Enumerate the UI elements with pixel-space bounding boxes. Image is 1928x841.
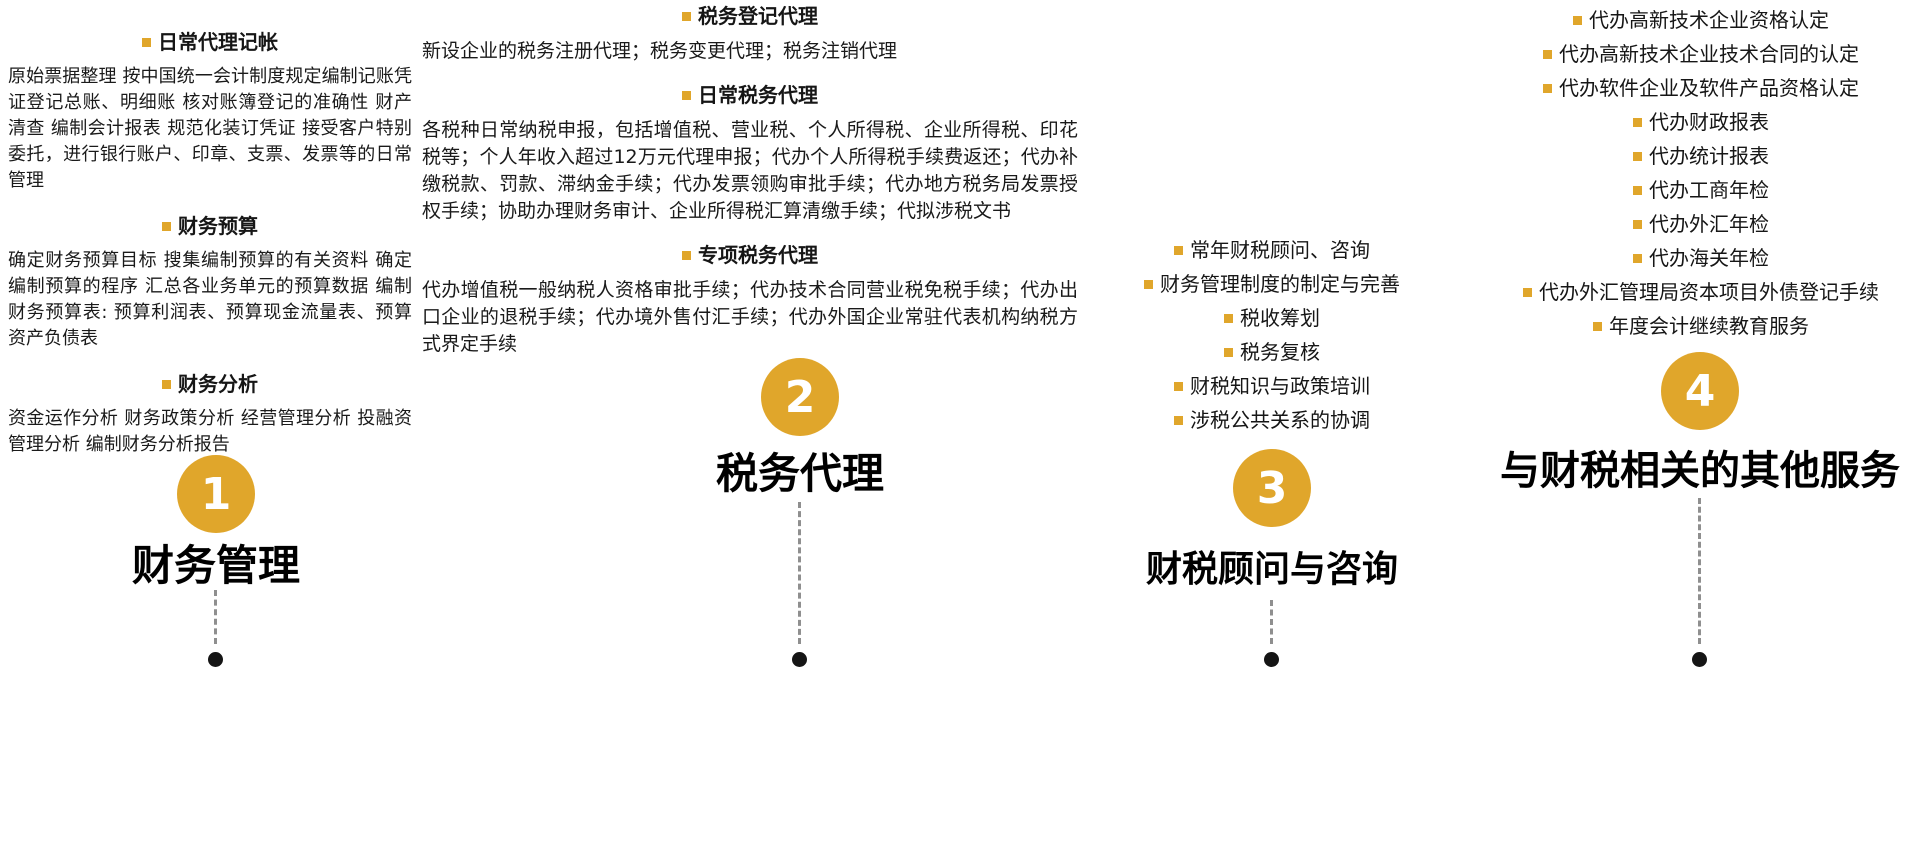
- column-2-sections: 税务登记代理 新设企业的税务注册代理；税务变更代理；税务注销代理 日常税务代理 …: [422, 4, 1078, 376]
- list-item-text: 代办外汇管理局资本项目外债登记手续: [1539, 280, 1879, 304]
- square-bullet-icon: [1633, 254, 1642, 263]
- section-heading-text: 专项税务代理: [698, 243, 818, 267]
- column-1-sections: 日常代理记帐 原始票据整理 按中国统一会计制度规定编制记账凭证登记总账、明细账 …: [8, 30, 412, 478]
- connector-dashed-line: [1698, 498, 1701, 644]
- section-tax-registration-agency: 税务登记代理 新设企业的税务注册代理；税务变更代理；税务注销代理: [422, 4, 1078, 65]
- square-bullet-icon: [1543, 50, 1552, 59]
- square-bullet-icon: [682, 91, 691, 100]
- section-heading-text: 日常税务代理: [698, 83, 818, 107]
- list-item-text: 代办工商年检: [1649, 178, 1769, 202]
- list-item: 财税知识与政策培训: [1088, 376, 1456, 397]
- list-item-text: 代办软件企业及软件产品资格认定: [1559, 76, 1859, 100]
- list-item-text: 代办财政报表: [1649, 110, 1769, 134]
- section-heading: 专项税务代理: [422, 243, 1078, 267]
- square-bullet-icon: [1543, 84, 1552, 93]
- square-bullet-icon: [142, 38, 151, 47]
- list-item: 代办工商年检: [1474, 180, 1928, 201]
- section-special-tax-agency: 专项税务代理 代办增值税一般纳税人资格审批手续；代办技术合同营业税免税手续；代办…: [422, 243, 1078, 358]
- section-body-text: 确定财务预算目标 搜集编制预算的有关资料 确定编制预算的程序 汇总各业务单元的预…: [8, 250, 412, 349]
- section-heading-text: 财务分析: [178, 372, 258, 396]
- step-number-badge-3: 3: [1233, 449, 1311, 527]
- list-item: 税务复核: [1088, 342, 1456, 363]
- list-item: 代办高新技术企业资格认定: [1474, 10, 1928, 31]
- column-3-items: 常年财税顾问、咨询 财务管理制度的制定与完善 税收筹划 税务复核 财税知识与政策…: [1088, 240, 1456, 444]
- connector-dashed-line: [214, 590, 217, 644]
- section-body-text: 代办增值税一般纳税人资格审批手续；代办技术合同营业税免税手续；代办出口企业的退税…: [422, 279, 1078, 355]
- square-bullet-icon: [162, 222, 171, 231]
- list-item-text: 代办统计报表: [1649, 144, 1769, 168]
- square-bullet-icon: [162, 380, 171, 389]
- list-item-text: 代办外汇年检: [1649, 212, 1769, 236]
- connector-dashed-line: [1270, 600, 1273, 644]
- list-item: 代办统计报表: [1474, 146, 1928, 167]
- list-item: 代办外汇年检: [1474, 214, 1928, 235]
- list-item-text: 财务管理制度的制定与完善: [1160, 272, 1400, 296]
- square-bullet-icon: [1593, 322, 1602, 331]
- list-item: 代办外汇管理局资本项目外债登记手续: [1474, 282, 1928, 303]
- section-financial-analysis: 财务分析 资金运作分析 财务政策分析 经营管理分析 投融资管理分析 编制财务分析…: [8, 372, 412, 458]
- square-bullet-icon: [1633, 220, 1642, 229]
- connector-end-dot: [792, 652, 807, 667]
- square-bullet-icon: [1633, 118, 1642, 127]
- square-bullet-icon: [1573, 16, 1582, 25]
- square-bullet-icon: [1224, 314, 1233, 323]
- list-item-text: 代办海关年检: [1649, 246, 1769, 270]
- step-number-badge-2: 2: [761, 358, 839, 436]
- square-bullet-icon: [1633, 152, 1642, 161]
- section-financial-budget: 财务预算 确定财务预算目标 搜集编制预算的有关资料 确定编制预算的程序 汇总各业…: [8, 214, 412, 352]
- column-4-title: 与财税相关的其他服务: [1500, 447, 1900, 494]
- connector-dashed-line: [798, 502, 801, 644]
- square-bullet-icon: [1144, 280, 1153, 289]
- list-item: 代办高新技术企业技术合同的认定: [1474, 44, 1928, 65]
- list-item: 代办财政报表: [1474, 112, 1928, 133]
- square-bullet-icon: [682, 12, 691, 21]
- square-bullet-icon: [1174, 416, 1183, 425]
- step-number-badge-1: 1: [177, 455, 255, 533]
- list-item-text: 常年财税顾问、咨询: [1190, 238, 1370, 262]
- list-item-text: 年度会计继续教育服务: [1609, 314, 1809, 338]
- list-item-text: 税务复核: [1240, 340, 1320, 364]
- square-bullet-icon: [1174, 246, 1183, 255]
- connector-end-dot: [1264, 652, 1279, 667]
- section-daily-tax-agency: 日常税务代理 各税种日常纳税申报，包括增值税、营业税、个人所得税、企业所得税、印…: [422, 83, 1078, 225]
- section-heading: 日常税务代理: [422, 83, 1078, 107]
- section-daily-bookkeeping: 日常代理记帐 原始票据整理 按中国统一会计制度规定编制记账凭证登记总账、明细账 …: [8, 30, 412, 194]
- section-heading-text: 税务登记代理: [698, 4, 818, 28]
- connector-end-dot: [208, 652, 223, 667]
- list-item: 常年财税顾问、咨询: [1088, 240, 1456, 261]
- section-heading-text: 财务预算: [178, 214, 258, 238]
- square-bullet-icon: [682, 251, 691, 260]
- square-bullet-icon: [1174, 382, 1183, 391]
- section-body-text: 各税种日常纳税申报，包括增值税、营业税、个人所得税、企业所得税、印花税等；个人年…: [422, 119, 1078, 222]
- list-item-text: 代办高新技术企业技术合同的认定: [1559, 42, 1859, 66]
- section-heading: 财务预算: [8, 214, 412, 238]
- section-heading: 财务分析: [8, 372, 412, 396]
- section-body-text: 新设企业的税务注册代理；税务变更代理；税务注销代理: [422, 40, 898, 62]
- list-item: 财务管理制度的制定与完善: [1088, 274, 1456, 295]
- list-item-text: 涉税公共关系的协调: [1190, 408, 1370, 432]
- list-item-text: 代办高新技术企业资格认定: [1589, 8, 1829, 32]
- list-item: 年度会计继续教育服务: [1474, 316, 1928, 337]
- list-item-text: 财税知识与政策培训: [1190, 374, 1370, 398]
- square-bullet-icon: [1224, 348, 1233, 357]
- section-heading: 日常代理记帐: [8, 30, 412, 54]
- connector-end-dot: [1692, 652, 1707, 667]
- list-item: 代办软件企业及软件产品资格认定: [1474, 78, 1928, 99]
- list-item-text: 税收筹划: [1240, 306, 1320, 330]
- section-body-text: 原始票据整理 按中国统一会计制度规定编制记账凭证登记总账、明细账 核对账簿登记的…: [8, 66, 412, 191]
- square-bullet-icon: [1633, 186, 1642, 195]
- section-heading-text: 日常代理记帐: [158, 30, 278, 54]
- step-number-badge-4: 4: [1661, 352, 1739, 430]
- section-body-text: 资金运作分析 财务政策分析 经营管理分析 投融资管理分析 编制财务分析报告: [8, 408, 412, 455]
- section-heading: 税务登记代理: [422, 4, 1078, 28]
- column-2-title: 税务代理: [715, 449, 884, 498]
- list-item: 代办海关年检: [1474, 248, 1928, 269]
- column-4-items: 代办高新技术企业资格认定 代办高新技术企业技术合同的认定 代办软件企业及软件产品…: [1474, 10, 1928, 350]
- list-item: 涉税公共关系的协调: [1088, 410, 1456, 431]
- square-bullet-icon: [1523, 288, 1532, 297]
- list-item: 税收筹划: [1088, 308, 1456, 329]
- column-3-title: 财税顾问与咨询: [1145, 548, 1398, 590]
- column-1-title: 财务管理: [131, 541, 300, 590]
